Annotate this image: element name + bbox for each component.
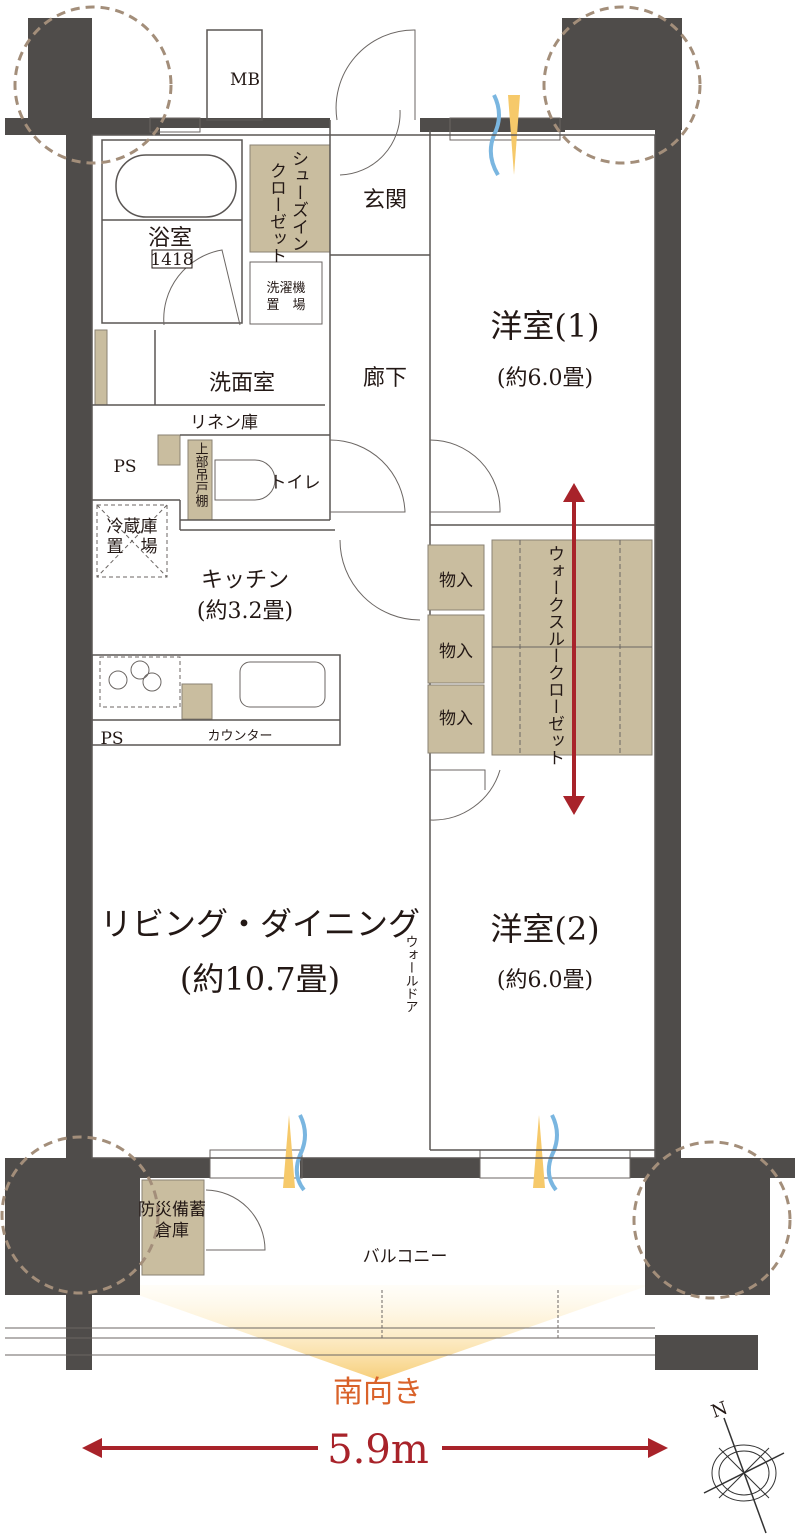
living-dining-size: (約10.7畳) xyxy=(180,960,340,998)
south-facing-label: 南向き xyxy=(333,1375,423,1410)
counter-label: カウンター xyxy=(207,729,272,744)
walk-through-closet-label: ウォークスルークローゼット xyxy=(544,545,564,766)
storage-label-1: 物入 xyxy=(439,571,473,591)
sunlight-fan xyxy=(110,1285,650,1380)
bedroom2-size: (約6.0畳) xyxy=(497,968,593,993)
hallway-label: 廊下 xyxy=(363,366,407,391)
width-dimension: 5.9m xyxy=(82,1427,668,1473)
living-dining-label: リビング・ダイニング xyxy=(100,905,420,943)
upper-cabinet-label: 上部吊戸棚 xyxy=(193,442,209,507)
washroom-label: 洗面室 xyxy=(209,371,275,396)
fridge-label-1: 冷蔵庫 xyxy=(107,517,158,537)
wall-door-label: ウォールドア xyxy=(403,935,418,1013)
disaster-storage-label-2: 倉庫 xyxy=(155,1221,189,1241)
bedroom1-size: (約6.0畳) xyxy=(497,366,593,391)
shoe-closet-label-2: クローゼット xyxy=(266,162,286,264)
washer-label-1: 洗濯機 xyxy=(266,281,305,296)
kitchen-size: (約3.2畳) xyxy=(197,599,293,624)
walk-through-arrow xyxy=(563,483,585,815)
meter-box-label: MB xyxy=(230,70,260,90)
disaster-storage-label-1: 防災備蓄 xyxy=(138,1200,206,1220)
storage-label-2: 物入 xyxy=(439,642,473,662)
bedroom2-label: 洋室(2) xyxy=(490,910,599,948)
toilet-label: トイレ xyxy=(270,473,321,493)
washer-label-2: 置 場 xyxy=(266,298,305,313)
structural-pillar-markers xyxy=(0,5,792,1300)
pipe-space-lower-label: PS xyxy=(100,729,123,749)
width-label: 5.9m xyxy=(327,1427,429,1473)
room-labels: MB 浴室 1418 シューズイン クローゼット 玄関 洗濯機 置 場 洋室(1… xyxy=(100,70,600,1410)
compass-icon: N xyxy=(703,1398,785,1534)
pipe-space-upper-label: PS xyxy=(113,457,136,477)
north-label: N xyxy=(709,1398,731,1423)
bedroom1-label: 洋室(1) xyxy=(490,307,599,345)
entrance-label: 玄関 xyxy=(363,188,407,213)
storage-label-3: 物入 xyxy=(439,709,473,729)
shoe-closet-label-1: シューズイン xyxy=(288,150,308,252)
balcony-label: バルコニー xyxy=(363,1247,448,1267)
walls xyxy=(5,18,795,1370)
bath-size-label: 1418 xyxy=(150,250,193,270)
ventilation-icons xyxy=(283,94,559,1192)
bath-label: 浴室 xyxy=(148,226,192,251)
linen-closet-label: リネン庫 xyxy=(190,413,258,433)
fridge-label-2: 置 場 xyxy=(107,537,158,557)
kitchen-label: キッチン xyxy=(201,568,289,593)
